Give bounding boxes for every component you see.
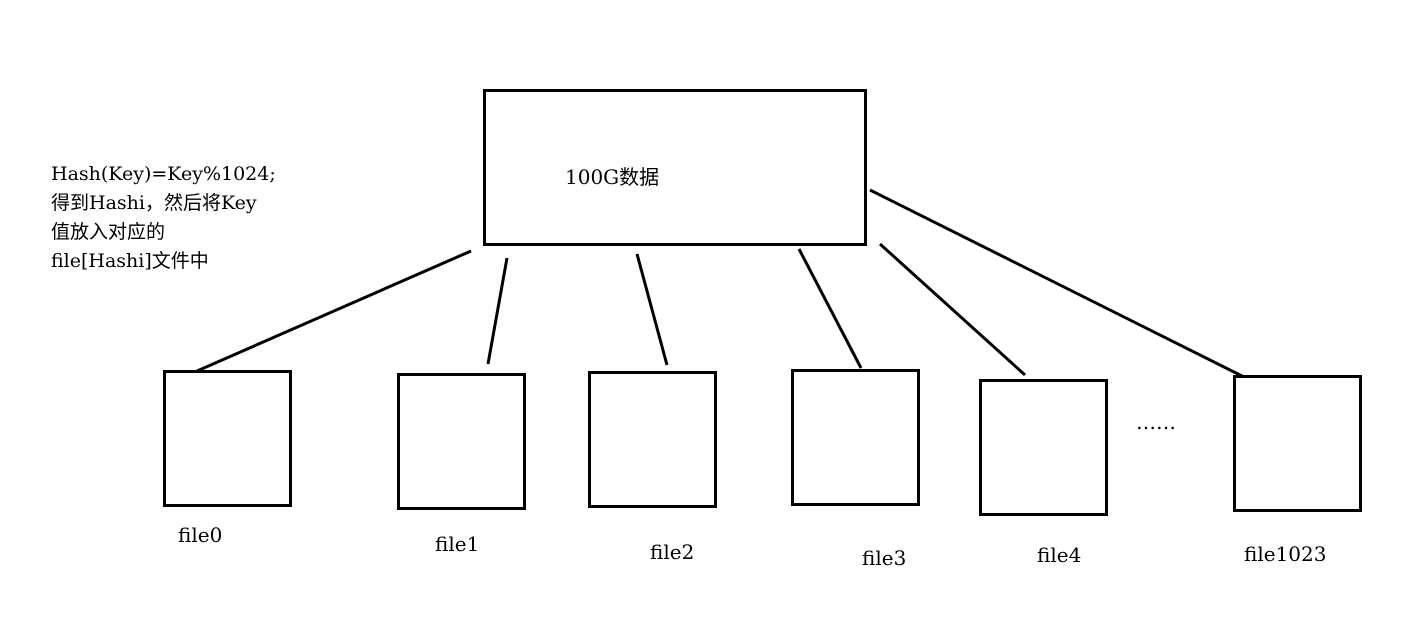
note-line: file[Hashi]文件中 xyxy=(51,250,209,272)
file-box-3 xyxy=(791,369,920,506)
edge-root-file0 xyxy=(196,249,472,373)
edge-root-file1023 xyxy=(869,188,1247,380)
note-line: 值放入对应的 xyxy=(51,221,166,243)
ellipsis: …… xyxy=(1136,410,1176,434)
file-label-1: file1 xyxy=(435,532,480,556)
note-line: Hash(Key)=Key%1024; xyxy=(51,163,276,185)
file-box-2 xyxy=(588,371,717,508)
file-label-1023: file1023 xyxy=(1244,542,1327,566)
root-data-label: 100G数据 xyxy=(565,165,660,189)
file-box-4 xyxy=(979,379,1108,516)
edge-root-file4 xyxy=(878,242,1027,377)
file-box-1023 xyxy=(1233,375,1362,512)
file-box-0 xyxy=(163,370,292,507)
file-label-0: file0 xyxy=(178,523,223,547)
edge-root-file3 xyxy=(797,248,863,369)
file-label-2: file2 xyxy=(650,540,695,564)
edge-root-file2 xyxy=(635,253,669,366)
note-line: 得到Hashi，然后将Key xyxy=(51,192,257,214)
edge-root-file1 xyxy=(486,257,509,365)
root-data-box: 100G数据 xyxy=(483,89,867,246)
hash-note: Hash(Key)=Key%1024; 得到Hashi，然后将Key 值放入对应… xyxy=(51,160,276,276)
file-box-1 xyxy=(397,373,526,510)
file-label-3: file3 xyxy=(862,546,907,570)
file-label-4: file4 xyxy=(1037,543,1082,567)
